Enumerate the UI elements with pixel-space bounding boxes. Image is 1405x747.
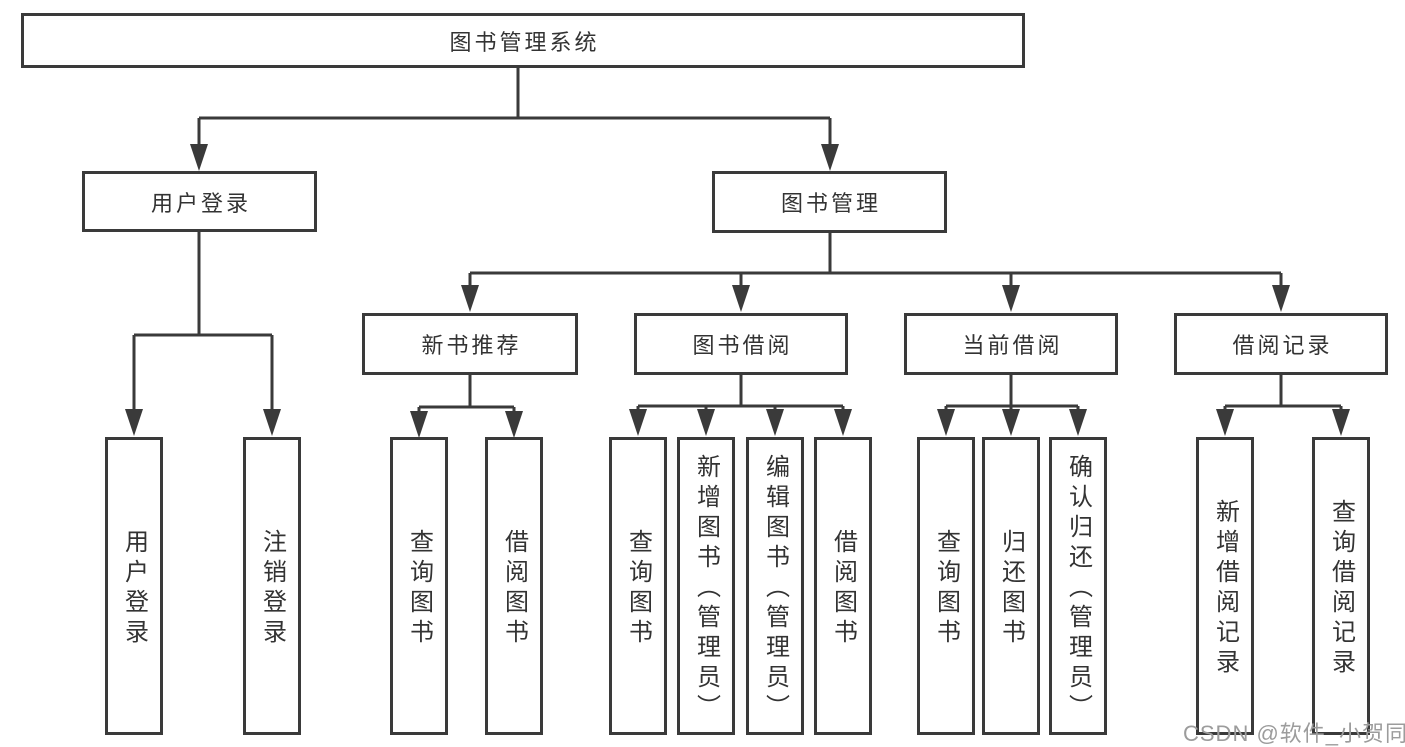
node-book-management: 图书管理 [712, 171, 947, 233]
leaf-borrow-books-borrowing: 借阅图书 [814, 437, 872, 735]
leaf-logout: 注销登录 [243, 437, 301, 735]
leaf-label: 确认归还（管理员） [1064, 454, 1092, 724]
leaf-label: 归还图书 [997, 529, 1025, 649]
node-label: 当前借阅 [962, 333, 1063, 358]
leaf-edit-books-admin: 编辑图书（管理员） [746, 437, 804, 735]
leaf-label: 查询借阅记录 [1327, 499, 1355, 679]
csdn-watermark: CSDN @软件_小贺同学 [1183, 721, 1405, 746]
arrowheads [125, 144, 1350, 438]
node-label: 图书管理 [780, 191, 881, 216]
node-label: 新书推荐 [421, 333, 522, 358]
leaf-query-books-current: 查询图书 [917, 437, 975, 735]
node-label: 借阅记录 [1232, 333, 1333, 358]
leaf-label: 借阅图书 [829, 529, 857, 649]
node-library-management-system: 图书管理系统 [21, 13, 1025, 68]
leaf-label: 查询图书 [932, 529, 960, 649]
leaf-label: 借阅图书 [500, 529, 528, 649]
leaf-borrow-books-recommend: 借阅图书 [485, 437, 543, 735]
leaf-label: 用户登录 [120, 529, 148, 649]
leaf-query-borrow-record: 查询借阅记录 [1312, 437, 1370, 735]
node-label: 图书借阅 [692, 333, 793, 358]
leaf-add-books-admin: 新增图书（管理员） [677, 437, 735, 735]
leaf-label: 查询图书 [405, 529, 433, 649]
node-borrow-records: 借阅记录 [1174, 313, 1388, 375]
node-user-login: 用户登录 [82, 171, 317, 232]
node-current-borrowing: 当前借阅 [904, 313, 1118, 375]
leaf-query-books-borrowing: 查询图书 [609, 437, 667, 735]
node-new-book-recommendation: 新书推荐 [362, 313, 578, 375]
leaf-label: 新增图书（管理员） [692, 454, 720, 724]
leaf-confirm-return-admin: 确认归还（管理员） [1049, 437, 1107, 735]
leaf-label: 编辑图书（管理员） [761, 454, 789, 724]
leaf-add-borrow-record: 新增借阅记录 [1196, 437, 1254, 735]
leaf-return-books: 归还图书 [982, 437, 1040, 735]
leaf-label: 查询图书 [624, 529, 652, 649]
leaf-label: 新增借阅记录 [1211, 499, 1239, 679]
node-book-borrowing: 图书借阅 [634, 313, 848, 375]
node-label: 图书管理系统 [449, 29, 600, 55]
node-label: 用户登录 [150, 190, 251, 216]
leaf-label: 注销登录 [258, 529, 286, 649]
leaf-query-books-recommend: 查询图书 [390, 437, 448, 735]
leaf-user-login: 用户登录 [105, 437, 163, 735]
